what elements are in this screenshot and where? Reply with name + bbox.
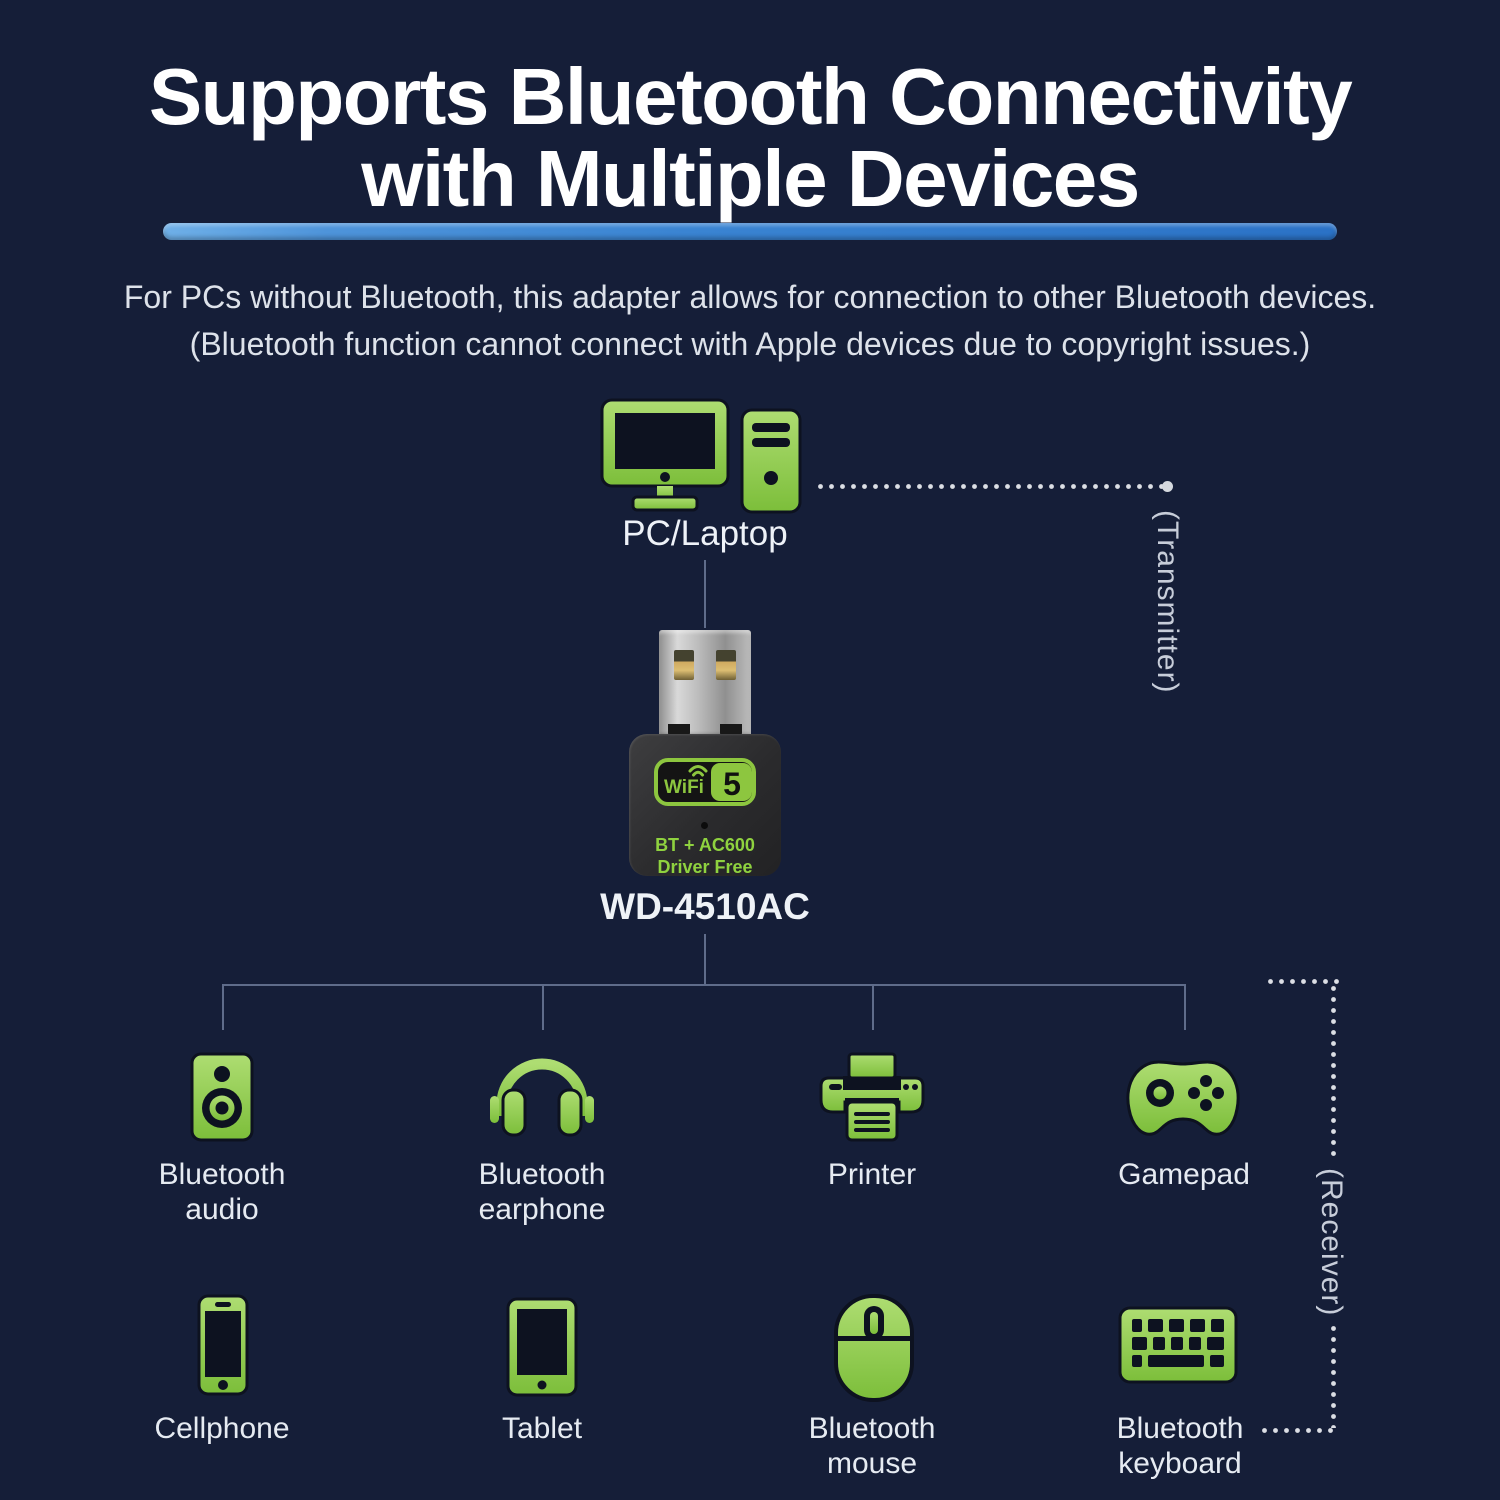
printer-icon [819,1052,925,1142]
adapter-led-dot [701,822,708,829]
tablet-icon [506,1297,578,1397]
hub-horizontal-line [222,984,1186,986]
device-label-printer: Printer [827,1158,917,1191]
hub-drop-line-4 [1184,984,1186,1030]
transmitter-dotted-line [818,484,1164,489]
hub-drop-line-1 [222,984,224,1030]
receiver-dotted-line-bottom [1262,1428,1336,1433]
device-label-bluetooth-keyboard: Bluetooth keyboard [1116,1412,1244,1480]
badge-brand-text: WiFi [664,777,704,798]
device-label-bluetooth-audio: Bluetooth audio [158,1158,286,1226]
description: For PCs without Bluetooth, this adapter … [0,274,1500,368]
usb-plug-slot [716,650,736,680]
adapter-marking-line1: BT + AC600 [655,835,755,855]
device-label-bluetooth-mouse: Bluetooth mouse [808,1412,936,1480]
usb-plug-slot [674,650,694,680]
receiver-dotted-line-top [1268,979,1340,984]
wifi-arcs-icon [688,765,708,773]
usb-plug-notch [720,724,742,736]
device-label-bluetooth-earphone: Bluetooth earphone [478,1158,606,1226]
hub-drop-line-3 [872,984,874,1030]
accent-bar [163,223,1337,240]
cellphone-icon [197,1294,249,1396]
page-title: Supports Bluetooth Connectivity with Mul… [0,56,1500,219]
description-line-2: (Bluetooth function cannot connect with … [189,326,1311,362]
device-label-cellphone: Cellphone [154,1412,290,1445]
connector-adapter-hub [704,934,706,986]
device-label-tablet: Tablet [501,1412,583,1445]
description-line-1: For PCs without Bluetooth, this adapter … [123,279,1377,315]
device-label-gamepad: Gamepad [1118,1158,1250,1191]
transmitter-end-dot [1162,481,1173,492]
transmitter-label: (Transmitter) [1151,510,1184,694]
adapter-marking-line2: Driver Free [657,857,753,877]
keyboard-icon [1118,1306,1238,1384]
receiver-dotted-line-upper [1331,986,1336,1162]
hub-drop-line-2 [542,984,544,1030]
headphones-icon [490,1058,594,1137]
gamepad-icon [1126,1060,1240,1136]
connector-pc-adapter [704,560,706,628]
adapter-model-label: WD-4510AC [600,886,810,927]
usb-plug [659,630,751,736]
usb-plug-notch [668,724,690,736]
receiver-dotted-line-lower [1331,1326,1336,1428]
speaker-icon [190,1052,254,1142]
pc-computer-icon [600,398,802,514]
title-line-2: with Multiple Devices [361,133,1140,223]
badge-number-text: 5 [723,766,741,802]
receiver-label: (Receiver) [1315,1168,1348,1317]
pc-label: PC/Laptop [622,514,788,553]
title-line-1: Supports Bluetooth Connectivity [148,52,1353,141]
wifi5-badge: WiFi 5 [654,758,756,806]
mouse-icon [834,1294,914,1402]
